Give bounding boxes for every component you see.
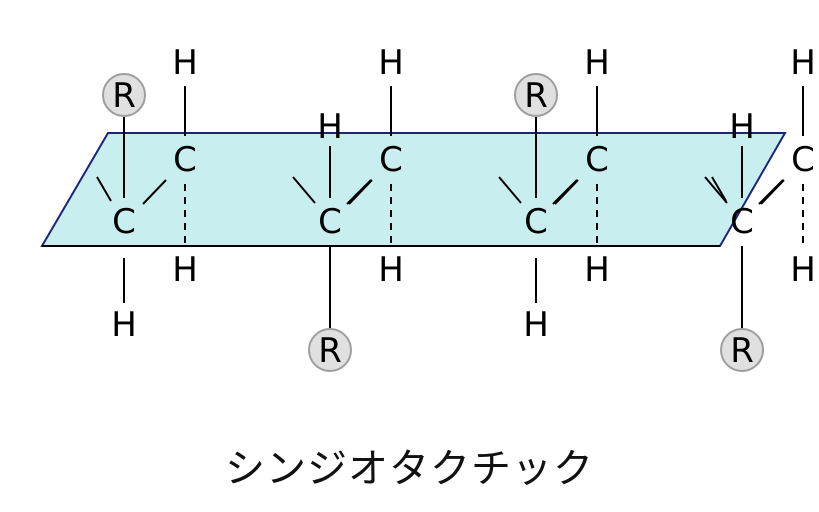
carbon-carbon-bond: [758, 179, 784, 205]
substituent-r-label: R: [112, 76, 136, 116]
hydrogen-label: H: [584, 43, 610, 83]
hydrogen-label: H: [729, 107, 755, 147]
carbon-carbon-bond: [498, 176, 522, 204]
carbon-carbon-bond: [704, 176, 728, 204]
hydrogen-label: H: [378, 250, 404, 290]
carbon-label: C: [379, 140, 403, 180]
carbon-label: C: [112, 202, 136, 242]
substituent-circle: [720, 328, 764, 372]
hydrogen-label: H: [523, 305, 549, 345]
hydrogen-label: H: [378, 43, 404, 83]
hydrogen-label: H: [111, 305, 137, 345]
hydrogen-label: H: [172, 43, 198, 83]
carbon-carbon-bond: [346, 179, 372, 205]
chain-plane: [40, 132, 787, 247]
bond-stub-right: [711, 176, 727, 202]
hydrogen-label: H: [317, 107, 343, 147]
carbon-label: C: [585, 140, 609, 180]
substituent-circle: [514, 73, 558, 117]
hydrogen-label: H: [172, 250, 198, 290]
hydrogen-label: H: [584, 250, 610, 290]
substituent-r-label: R: [524, 76, 548, 116]
carbon-carbon-bond: [142, 179, 167, 205]
carbon-label: C: [524, 202, 548, 242]
substituent-r-label: R: [318, 331, 342, 371]
hydrogen-label: H: [790, 250, 816, 290]
substituent-r-label: R: [730, 331, 754, 371]
carbon-label: C: [173, 140, 197, 180]
substituent-circle: [308, 328, 352, 372]
carbon-carbon-bond: [292, 176, 316, 204]
carbon-label: C: [791, 140, 815, 180]
carbon-carbon-bond: [552, 179, 578, 205]
hydrogen-label: H: [790, 43, 816, 83]
carbon-label: C: [318, 202, 342, 242]
carbon-label: C: [730, 202, 754, 242]
substituent-circle: [102, 73, 146, 117]
diagram-caption: シンジオタクチック: [225, 446, 594, 492]
bond-stub-left: [96, 176, 112, 202]
